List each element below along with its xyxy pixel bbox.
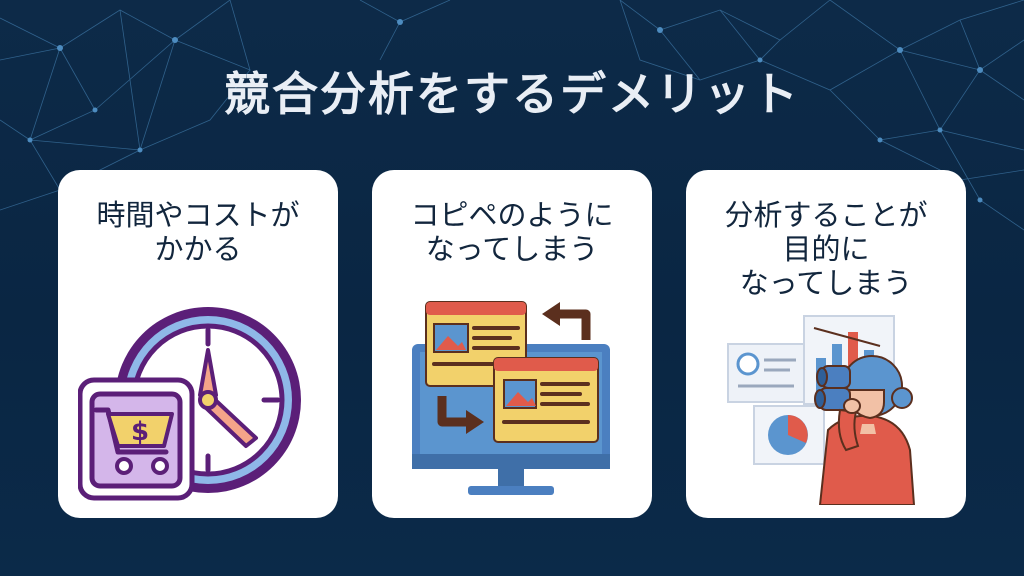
card-title-line: かかる [154, 232, 242, 266]
card-title-line: なってしまう [739, 266, 913, 300]
card-title: 分析することが 目的に なってしまう [686, 198, 966, 300]
card-title: 時間やコストが かかる [58, 198, 338, 266]
clock-cart-icon: $ [78, 307, 301, 501]
woman-binoculars-icon [727, 315, 916, 505]
card-title-line: 目的に [782, 232, 870, 266]
svg-text:$: $ [131, 417, 149, 447]
card-copy-paste: コピペのように なってしまう [372, 170, 652, 518]
page-title: 競合分析をするデメリット [224, 67, 800, 121]
card-time-cost: 時間やコストが かかる $ [58, 170, 338, 518]
card-title-line: コピペのように [410, 198, 614, 232]
copy-paste-monitor-icon [412, 301, 610, 495]
card-title-line: 時間やコストが [96, 198, 300, 232]
card-title-line: なってしまう [425, 232, 599, 266]
card-title-line: 分析することが [724, 198, 928, 232]
card-title: コピペのように なってしまう [372, 198, 652, 266]
card-analysis-goal: 分析することが 目的に なってしまう [686, 170, 966, 518]
